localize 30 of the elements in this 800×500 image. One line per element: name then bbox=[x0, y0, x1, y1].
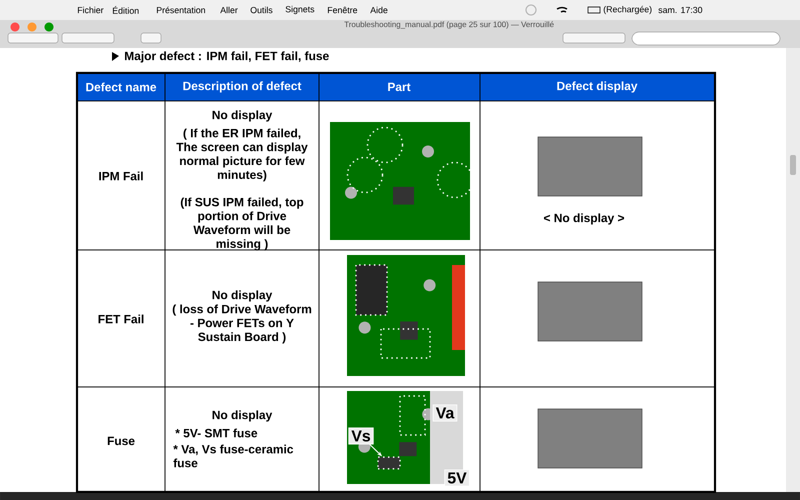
fuse-part bbox=[377, 456, 401, 470]
label-text: (Rechargée) bbox=[604, 6, 652, 14]
label-text: Aide bbox=[370, 6, 388, 14]
label-text: Édition bbox=[112, 6, 139, 14]
label-text: Description of defect bbox=[183, 81, 302, 93]
label-text: Fuse bbox=[108, 436, 135, 446]
label-text: * Va, Vs fuse-ceramic fuse bbox=[173, 444, 294, 468]
callout-label: 5V bbox=[444, 469, 470, 486]
label-text: Major defect : IPM fail, FET fail, fuse bbox=[125, 51, 329, 63]
label-text: FET Fail bbox=[98, 314, 144, 324]
callout-label: Va bbox=[432, 404, 458, 422]
label-text: No display bbox=[212, 110, 272, 122]
label-text: Defect display bbox=[557, 81, 638, 93]
label-text: sam. 17:30 bbox=[658, 6, 702, 14]
label-text: Defect name bbox=[86, 82, 156, 92]
label-text: No display bbox=[212, 290, 272, 302]
label-text: Part bbox=[388, 82, 410, 92]
label-text: Fichier bbox=[78, 6, 104, 14]
label-text: ( If the ER IPM failed, The screen can display normal picture for few minutes) bbox=[176, 128, 308, 182]
label-text: ( loss of Drive Waveform - Power FETs on Y Sustain Board ) bbox=[172, 304, 312, 344]
label-text: Présentation bbox=[156, 6, 205, 14]
label-text: * 5V- SMT fuse bbox=[175, 428, 258, 438]
label-text: Signets bbox=[286, 6, 314, 14]
label-text: No display bbox=[212, 410, 272, 422]
label-text: Outils bbox=[250, 6, 272, 14]
label-text: Fenêtre bbox=[328, 6, 358, 14]
label-text: < No display > bbox=[544, 213, 624, 225]
label-text: IPM Fail bbox=[99, 172, 143, 180]
label-text: Aller bbox=[220, 6, 238, 14]
callout-label: Vs bbox=[348, 427, 374, 444]
